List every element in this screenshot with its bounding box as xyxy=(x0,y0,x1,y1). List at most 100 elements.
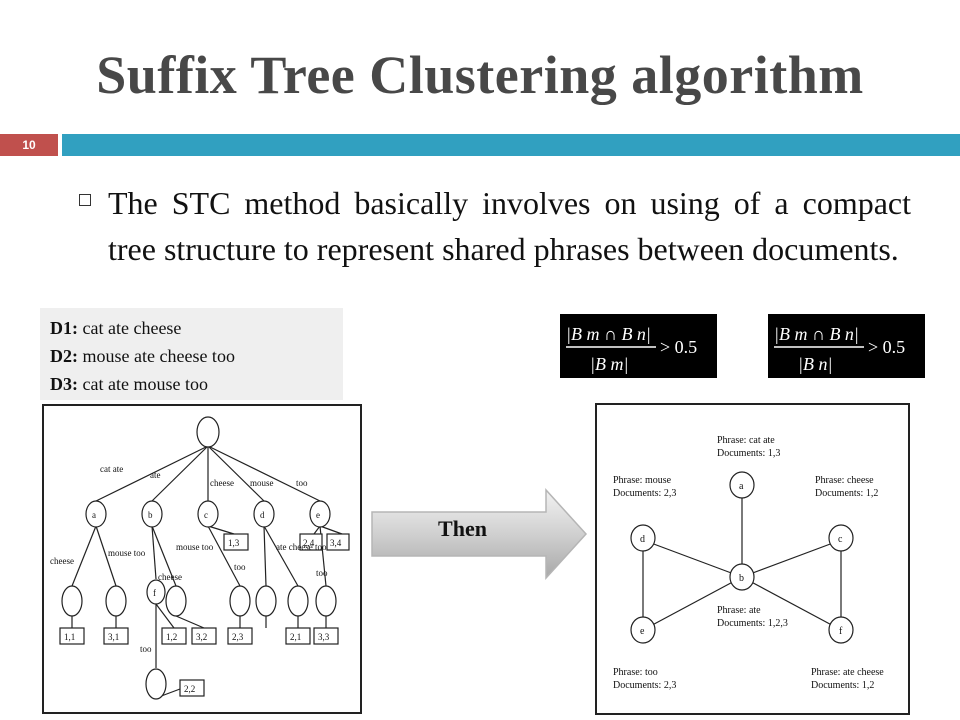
tree-node xyxy=(85,500,107,528)
cluster-phrase-label: Phrase: ate xyxy=(717,605,761,616)
tree-edge-label: mouse too xyxy=(176,542,214,552)
cluster-node-label: f xyxy=(839,626,843,637)
tree-leaf-box xyxy=(191,627,217,645)
tree-leaf-box xyxy=(161,627,187,645)
cluster-node-label: e xyxy=(640,626,645,637)
cluster-node xyxy=(630,524,656,552)
tree-leaf-box xyxy=(223,533,249,551)
formula-threshold: > 0.5 xyxy=(868,337,905,357)
page-number: 10 xyxy=(0,134,58,156)
tree-leaf xyxy=(229,585,251,617)
header-rule xyxy=(62,134,960,156)
tree-root-node xyxy=(196,416,220,448)
tree-box-label: 3,1 xyxy=(108,632,119,642)
tree-edge-label: too xyxy=(316,568,328,578)
cluster-node-label: b xyxy=(739,573,744,584)
tree-leaf xyxy=(145,668,167,700)
arrow-label: Then xyxy=(438,516,487,541)
tree-node-label: e xyxy=(316,510,320,520)
cluster-node-label: d xyxy=(640,534,645,545)
tree-box-label: 3,2 xyxy=(196,632,207,642)
tree-box-label: 2,1 xyxy=(290,632,301,642)
tree-box-label: 1,2 xyxy=(166,632,177,642)
then-arrow xyxy=(371,488,588,580)
bullet-square-icon xyxy=(79,194,91,206)
cluster-docs-label: Documents: 2,3 xyxy=(613,488,676,499)
tree-edge-label: ate xyxy=(150,470,161,480)
cluster-node-label: a xyxy=(739,481,744,492)
tree-edge-label: cheese xyxy=(210,478,234,488)
tree-edge-label: too xyxy=(234,562,246,572)
similarity-formula-bn: |B m ∩ B n| |B n| > 0.5 xyxy=(768,314,925,378)
tree-leaf-box xyxy=(227,627,253,645)
cluster-phrase-label: Phrase: cheese xyxy=(815,475,874,486)
tree-edge-label: mouse too xyxy=(108,548,146,558)
tree-edge-label: too xyxy=(296,478,308,488)
cluster-docs-label: Documents: 1,2,3 xyxy=(717,618,788,629)
cluster-node xyxy=(828,524,854,552)
tree-edge-label: ate cheese too xyxy=(276,542,327,552)
formula-denominator: |B m| xyxy=(590,354,628,374)
tree-box-label: 3,4 xyxy=(330,538,342,548)
documents-list: D1: cat ate cheese D2: mouse ate cheese … xyxy=(40,308,343,400)
cluster-phrase-label: Phrase: cat ate xyxy=(717,435,775,446)
tree-box-label: 2,4 xyxy=(303,538,315,548)
document-line: D2: mouse ate cheese too xyxy=(50,346,235,366)
tree-edge-label: too xyxy=(140,644,152,654)
tree-node-label: d xyxy=(260,510,265,520)
tree-leaf-box xyxy=(103,627,129,645)
tree-leaf-box xyxy=(59,627,85,645)
slide-title: Suffix Tree Clustering algorithm xyxy=(96,45,864,105)
tree-box-label: 3,3 xyxy=(318,632,330,642)
cluster-phrase-label: Phrase: ate cheese xyxy=(811,667,884,678)
cluster-node xyxy=(630,616,656,644)
bullet-text: The STC method basically involves on usi… xyxy=(108,185,911,267)
document-line: D1: cat ate cheese xyxy=(50,318,182,338)
tree-box-label: 1,1 xyxy=(64,632,75,642)
tree-leaf xyxy=(315,585,337,617)
tree-node xyxy=(141,500,163,528)
cluster-node xyxy=(729,563,755,591)
cluster-node xyxy=(729,471,755,499)
tree-edge-label: cheese xyxy=(50,556,74,566)
cluster-phrase-label: Phrase: mouse xyxy=(613,475,672,486)
tree-leaf xyxy=(255,585,277,617)
tree-leaf xyxy=(165,585,187,617)
cluster-docs-label: Documents: 1,2 xyxy=(815,488,878,499)
tree-node-label: a xyxy=(92,510,96,520)
tree-node-label: c xyxy=(204,510,208,520)
formula-numerator: |B m ∩ B n| xyxy=(566,324,651,344)
tree-leaf-box xyxy=(179,679,205,697)
cluster-node-label: c xyxy=(838,534,843,545)
tree-leaf xyxy=(287,585,309,617)
formula-numerator: |B m ∩ B n| xyxy=(774,324,859,344)
document-line: D3: cat ate mouse too xyxy=(50,374,208,394)
cluster-docs-label: Documents: 2,3 xyxy=(613,680,676,691)
tree-node xyxy=(309,500,331,528)
tree-edge-label: cheese xyxy=(158,572,182,582)
tree-leaf-box xyxy=(313,627,339,645)
tree-leaf-box xyxy=(326,533,350,551)
tree-leaf xyxy=(61,585,83,617)
cluster-docs-label: Documents: 1,3 xyxy=(717,448,780,459)
formula-threshold: > 0.5 xyxy=(660,337,697,357)
tree-edge-label: cat ate xyxy=(100,464,123,474)
cluster-graph-diagram: a b c d e f Phrase: cat ate Documents: 1… xyxy=(595,403,910,715)
tree-node xyxy=(253,500,275,528)
tree-box-label: 1,3 xyxy=(228,538,240,548)
tree-node xyxy=(197,500,219,528)
tree-node-label: b xyxy=(148,510,153,520)
tree-node-label: f xyxy=(153,588,156,598)
tree-box-label: 2,3 xyxy=(232,632,244,642)
cluster-docs-label: Documents: 1,2 xyxy=(811,680,874,691)
formula-denominator: |B n| xyxy=(798,354,832,374)
tree-leaf-box xyxy=(285,627,311,645)
tree-box-label: 2,2 xyxy=(184,684,195,694)
tree-node xyxy=(146,579,166,605)
tree-leaf xyxy=(105,585,127,617)
suffix-tree-diagram: a b c d e f cat ate ate cheese mouse too… xyxy=(42,404,362,714)
tree-edge-label: mouse xyxy=(250,478,274,488)
cluster-node xyxy=(828,616,854,644)
tree-leaf-box xyxy=(299,533,323,551)
similarity-formula-bm: |B m ∩ B n| |B m| > 0.5 xyxy=(560,314,717,378)
